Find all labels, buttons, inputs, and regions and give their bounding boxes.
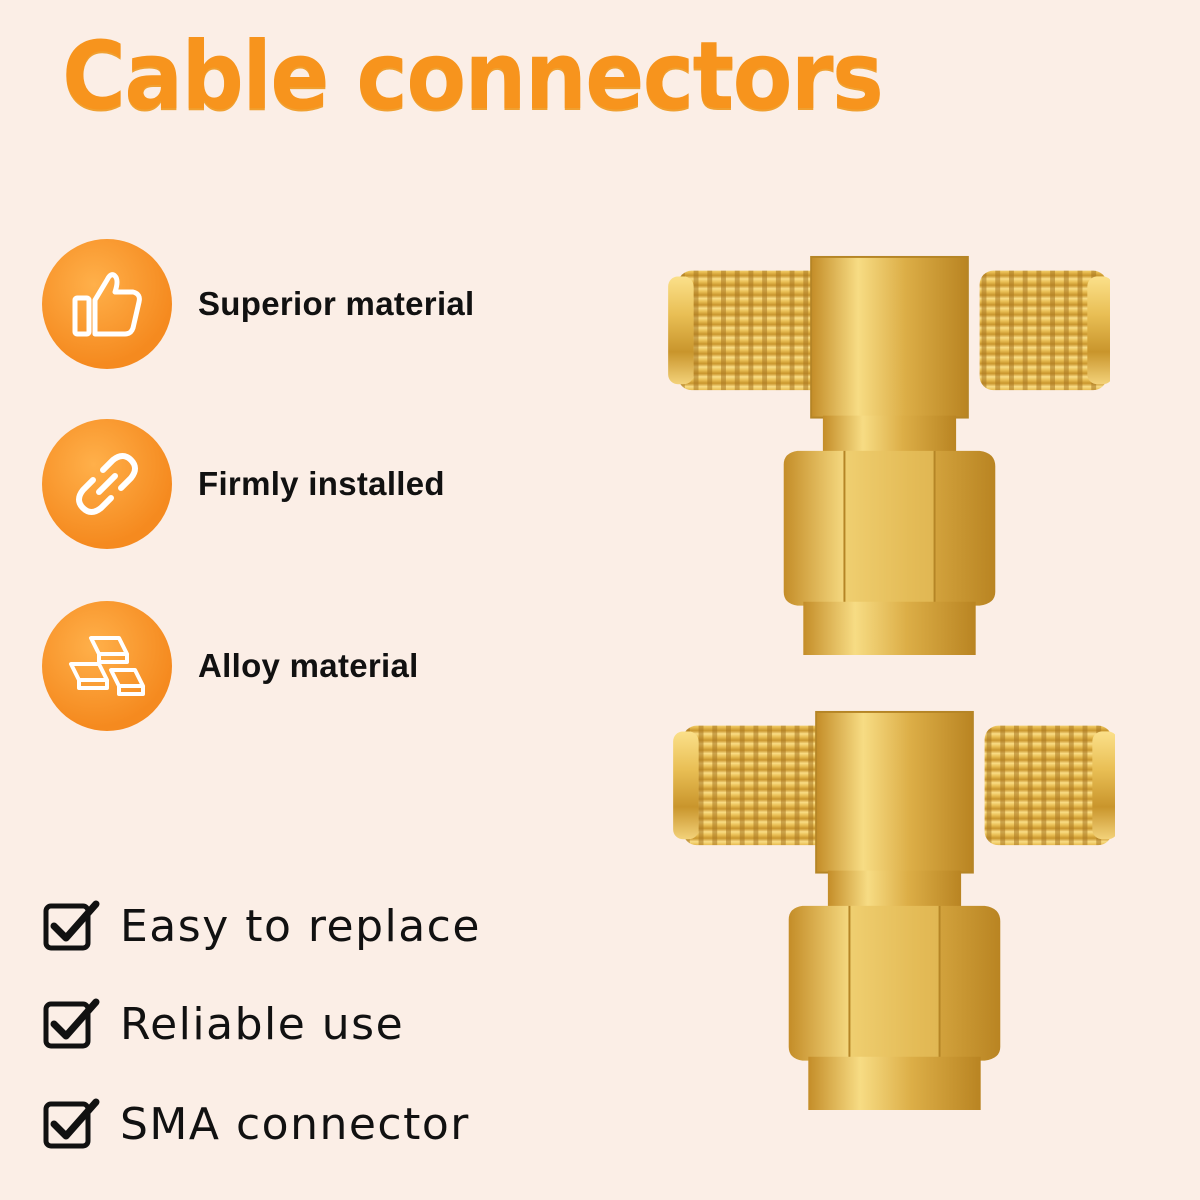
page-title: Cable connectors [62,22,884,131]
checklist-item: Reliable use [42,992,602,1056]
t-connector-image-bottom [655,690,1115,1110]
checkbox-checked-icon [43,998,100,1049]
thumbs-up-icon [72,272,142,337]
feature-label: Alloy material [198,647,419,684]
feature-icon-circle [42,419,172,549]
checklist-label: Reliable use [120,998,405,1050]
feature-superior-material: Superior material [42,238,602,370]
t-connector-image-top [650,235,1110,655]
checklist-label: SMA connector [120,1098,470,1150]
feature-label: Firmly installed [198,465,445,502]
feature-alloy-material: Alloy material [42,600,602,732]
checklist-item: SMA connector [42,1092,602,1156]
gold-bars-icon [69,636,145,696]
checkbox-checked-icon [43,900,100,951]
checklist-item: Easy to replace [42,894,602,958]
chain-link-icon [76,453,138,515]
feature-icon-circle [42,601,172,731]
feature-icon-circle [42,239,172,369]
feature-label: Superior material [198,285,475,322]
checklist-label: Easy to replace [120,900,481,952]
feature-firmly-installed: Firmly installed [42,418,602,550]
checkbox-checked-icon [43,1098,100,1149]
